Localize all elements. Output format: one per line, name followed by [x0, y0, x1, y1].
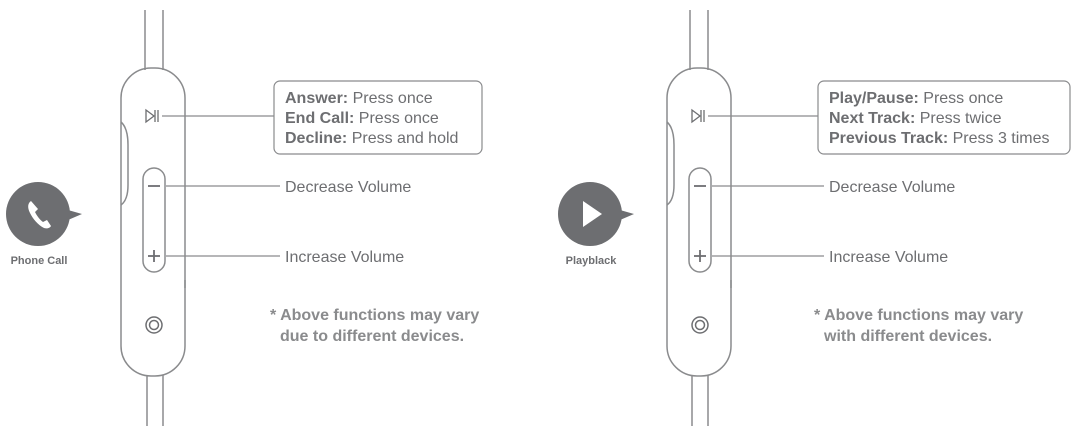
side-ridge	[666, 121, 675, 206]
phone-call-panel: Answer: Press once End Call: Press once …	[6, 10, 483, 426]
cable	[144, 10, 164, 426]
function-box	[273, 80, 483, 155]
note-line-1: * Above functions may vary	[270, 307, 479, 324]
phone-call-badge	[6, 182, 82, 246]
play-icon	[583, 201, 602, 227]
mic-icon	[145, 316, 163, 334]
function-previous-track: Previous Track: Press 3 times	[829, 130, 1050, 147]
plus-icon	[148, 250, 160, 262]
leader-lines	[708, 115, 824, 257]
function-play-pause: Play/Pause: Press once	[829, 90, 1003, 107]
function-decline: Decline: Press and hold	[285, 130, 458, 147]
play-pause-icon	[145, 108, 159, 124]
playback-label: Playblack	[566, 255, 618, 267]
side-ridge	[120, 121, 129, 206]
remote-body	[666, 67, 732, 377]
function-box	[817, 80, 1071, 155]
note-line-2: with different devices.	[823, 328, 992, 345]
playback-badge	[558, 182, 634, 246]
mic-icon	[691, 316, 709, 334]
decrease-volume-label: Decrease Volume	[829, 179, 955, 196]
phone-call-label: Phone Call	[11, 255, 68, 267]
note-line-2: due to different devices.	[280, 328, 464, 345]
function-answer: Answer: Press once	[285, 90, 433, 107]
volume-rocker	[142, 167, 166, 273]
increase-volume-label: Increase Volume	[829, 249, 948, 266]
increase-volume-label: Increase Volume	[285, 249, 404, 266]
decrease-volume-label: Decrease Volume	[285, 179, 411, 196]
plus-icon	[694, 250, 706, 262]
volume-rocker	[688, 167, 712, 273]
note-line-1: * Above functions may vary	[814, 307, 1023, 324]
playback-panel: Play/Pause: Press once Next Track: Press…	[558, 10, 1071, 426]
function-next-track: Next Track: Press twice	[829, 110, 1002, 127]
phone-icon	[28, 201, 51, 229]
cable	[689, 10, 709, 426]
function-end-call: End Call: Press once	[285, 110, 439, 127]
remote-body	[120, 67, 186, 377]
leader-lines	[162, 115, 280, 257]
play-pause-icon	[691, 108, 705, 124]
